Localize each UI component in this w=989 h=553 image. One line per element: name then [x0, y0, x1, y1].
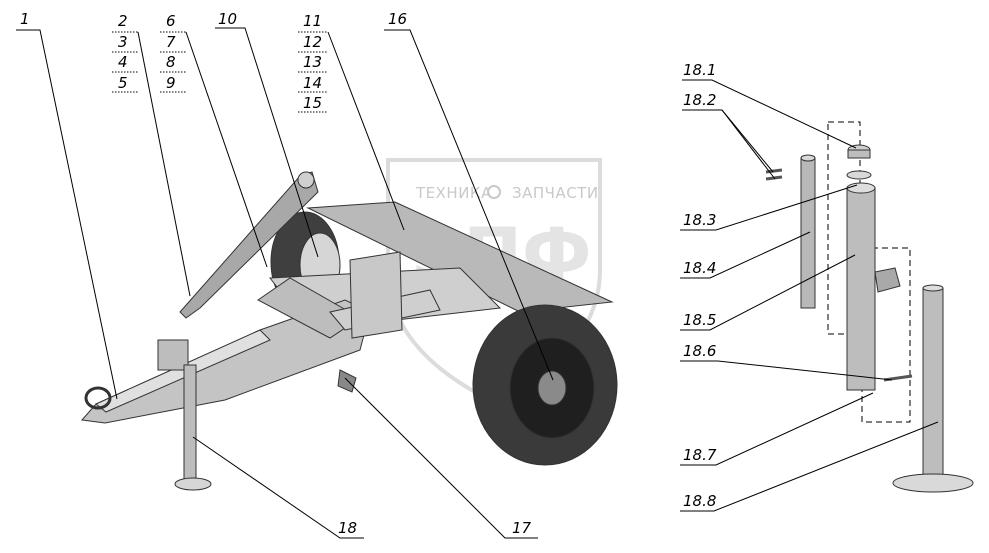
label-11: 11 [303, 12, 322, 30]
trailer-assembly [81, 171, 618, 491]
label-17: 17 [512, 519, 532, 537]
label-1: 1 [20, 10, 30, 28]
watermark-text-right: ЗАПЧАСТИ [512, 184, 599, 202]
label-2: 2 [118, 12, 128, 30]
label-7: 7 [166, 33, 176, 51]
label-5: 5 [118, 74, 128, 92]
label-18-7: 18.7 [683, 446, 717, 464]
dashed-frame-upper [827, 121, 861, 335]
exploded-jack-parts [765, 121, 974, 493]
gear-icon [487, 185, 501, 199]
label-18-2: 18.2 [683, 91, 716, 109]
label-18-1: 18.1 [683, 61, 716, 79]
label-9: 9 [166, 74, 176, 92]
label-18-6: 18.6 [683, 342, 716, 360]
position-labels: 1 2 3 4 5 6 7 8 9 10 11 12 13 14 15 16 1… [20, 10, 717, 537]
label-14: 14 [303, 74, 322, 92]
label-18-5: 18.5 [683, 311, 716, 329]
label-8: 8 [166, 53, 176, 71]
label-18-4: 18.4 [683, 259, 716, 277]
label-13: 13 [303, 53, 322, 71]
watermark-text-left: ТЕХНИКА [415, 184, 492, 202]
label-16: 16 [388, 10, 407, 28]
label-12: 12 [303, 33, 322, 51]
leader-lines [16, 27, 939, 539]
label-4: 4 [118, 53, 128, 71]
label-18: 18 [338, 519, 357, 537]
label-18-8: 18.8 [683, 492, 716, 510]
label-3: 3 [118, 33, 128, 51]
label-15: 15 [303, 94, 322, 112]
label-6: 6 [166, 12, 176, 30]
label-10: 10 [218, 10, 237, 28]
label-18-3: 18.3 [683, 211, 716, 229]
dashed-frame-lower [861, 247, 911, 423]
